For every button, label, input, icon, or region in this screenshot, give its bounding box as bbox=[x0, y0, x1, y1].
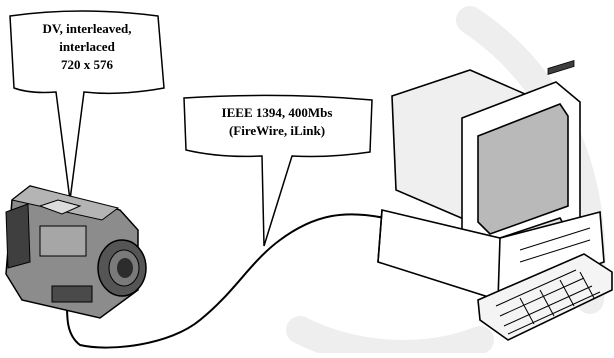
format-callout-text: DV, interleaved, interlaced 720 x 576 bbox=[24, 20, 150, 74]
computer-illustration bbox=[377, 59, 613, 341]
monitor-screen bbox=[477, 103, 569, 235]
format-callout-bubble bbox=[9, 10, 165, 201]
firewire-cable bbox=[65, 213, 386, 349]
keyboard-keys bbox=[495, 269, 601, 335]
keyboard bbox=[477, 253, 613, 341]
connection-callout-line2: (FireWire, iLink) bbox=[228, 123, 326, 138]
format-callout-line3: 720 x 576 bbox=[61, 57, 113, 72]
connection-callout-text: IEEE 1394, 400Mbs (FireWire, iLink) bbox=[188, 104, 366, 140]
format-callout-line2: interlaced bbox=[59, 39, 115, 54]
connection-callout-line1: IEEE 1394, 400Mbs bbox=[221, 105, 333, 120]
format-callout-line1: DV, interleaved, bbox=[42, 21, 132, 36]
camcorder-illustration bbox=[5, 185, 147, 319]
connection-callout-bubble bbox=[183, 94, 373, 247]
